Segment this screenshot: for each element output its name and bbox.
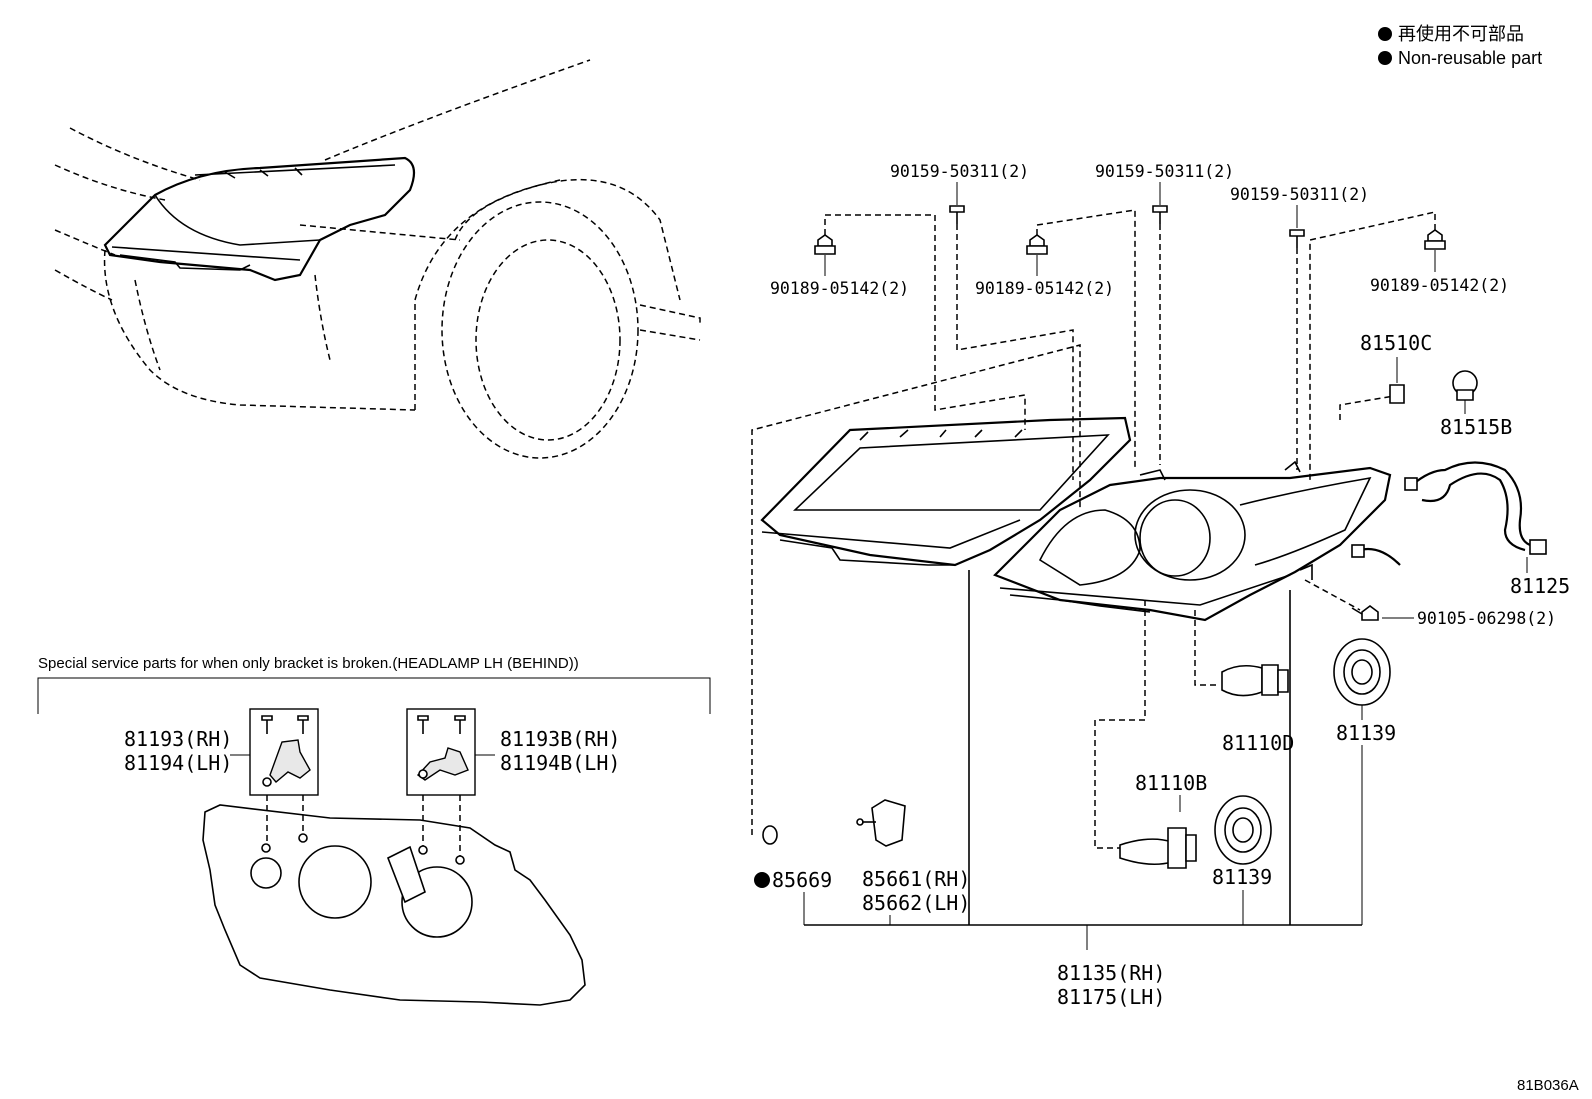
non-reusable-dot-icon: [1378, 51, 1392, 65]
label-81193: 81193(RH): [124, 727, 232, 751]
label-81515b: 81515B: [1440, 415, 1512, 439]
label-81139-b: 81139: [1212, 865, 1272, 889]
label-81125: 81125: [1510, 574, 1570, 598]
label-81110b: 81110B: [1135, 771, 1207, 795]
label-nut-3: 90189-05142(2): [1370, 276, 1509, 295]
special-service-section: Special service parts for when only brac…: [37, 655, 711, 1006]
label-81175: 81175(LH): [1057, 985, 1165, 1009]
label-screw-3: 90159-50311(2): [1230, 185, 1369, 204]
non-reusable-dot-icon: [754, 872, 770, 888]
socket-icon: [1452, 370, 1478, 401]
label-90105: 90105-06298(2): [1417, 609, 1556, 628]
legend-jp: 再使用不可部品: [1398, 24, 1524, 44]
label-81194b: 81194B(LH): [500, 751, 620, 775]
bulb-cap-icon: [1214, 795, 1272, 865]
wire-harness-icon: [1411, 461, 1531, 547]
nut-icon: [814, 229, 1446, 255]
headlamp-housing: [993, 466, 1392, 622]
label-85662: 85662(LH): [862, 891, 970, 915]
headlamp-lens: [760, 416, 1132, 567]
label-nut-1: 90189-05142(2): [770, 279, 909, 298]
halogen-bulb-icon: [1221, 664, 1289, 697]
label-81194: 81194(LH): [124, 751, 232, 775]
label-screw-2: 90159-50311(2): [1095, 162, 1234, 181]
label-nut-2: 90189-05142(2): [975, 279, 1114, 298]
halogen-bulb-icon: [1119, 827, 1197, 869]
legend: 再使用不可部品 Non-reusable part: [1378, 24, 1542, 68]
label-81510c: 81510C: [1360, 331, 1432, 355]
bolt-icon: [1351, 605, 1379, 621]
label-81139-a: 81139: [1336, 721, 1396, 745]
gasket-ring-icon: [762, 825, 778, 845]
bracket-81193b-icon: [416, 747, 469, 781]
label-85661: 85661(RH): [862, 867, 970, 891]
screw-icon: [417, 715, 466, 734]
diagram-code: 81B036A: [1517, 1077, 1579, 1094]
screw-icon: [949, 205, 1305, 248]
label-81110d: 81110D: [1222, 731, 1294, 755]
headlamp-back-outline: [202, 804, 586, 1006]
screw-icon: [261, 715, 309, 734]
bracket-81193-icon: [269, 739, 311, 783]
bulb-cap-icon: [1333, 638, 1391, 706]
wedge-bulb-icon: [1389, 384, 1405, 404]
label-81135: 81135(RH): [1057, 961, 1165, 985]
label-81193b: 81193B(RH): [500, 727, 620, 751]
legend-en: Non-reusable part: [1398, 48, 1542, 68]
special-service-note: Special service parts for when only brac…: [38, 655, 579, 672]
non-reusable-dot-icon: [1378, 27, 1392, 41]
label-screw-1: 90159-50311(2): [890, 162, 1029, 181]
vehicle-front-illustration: [54, 59, 701, 459]
label-85669: 85669: [772, 868, 832, 892]
bracket-box-81193b: [406, 708, 476, 796]
leveling-actuator-icon: [856, 799, 906, 847]
headlamp-exploded-view: 90159-50311(2) 90159-50311(2) 90159-5031…: [751, 162, 1570, 1009]
